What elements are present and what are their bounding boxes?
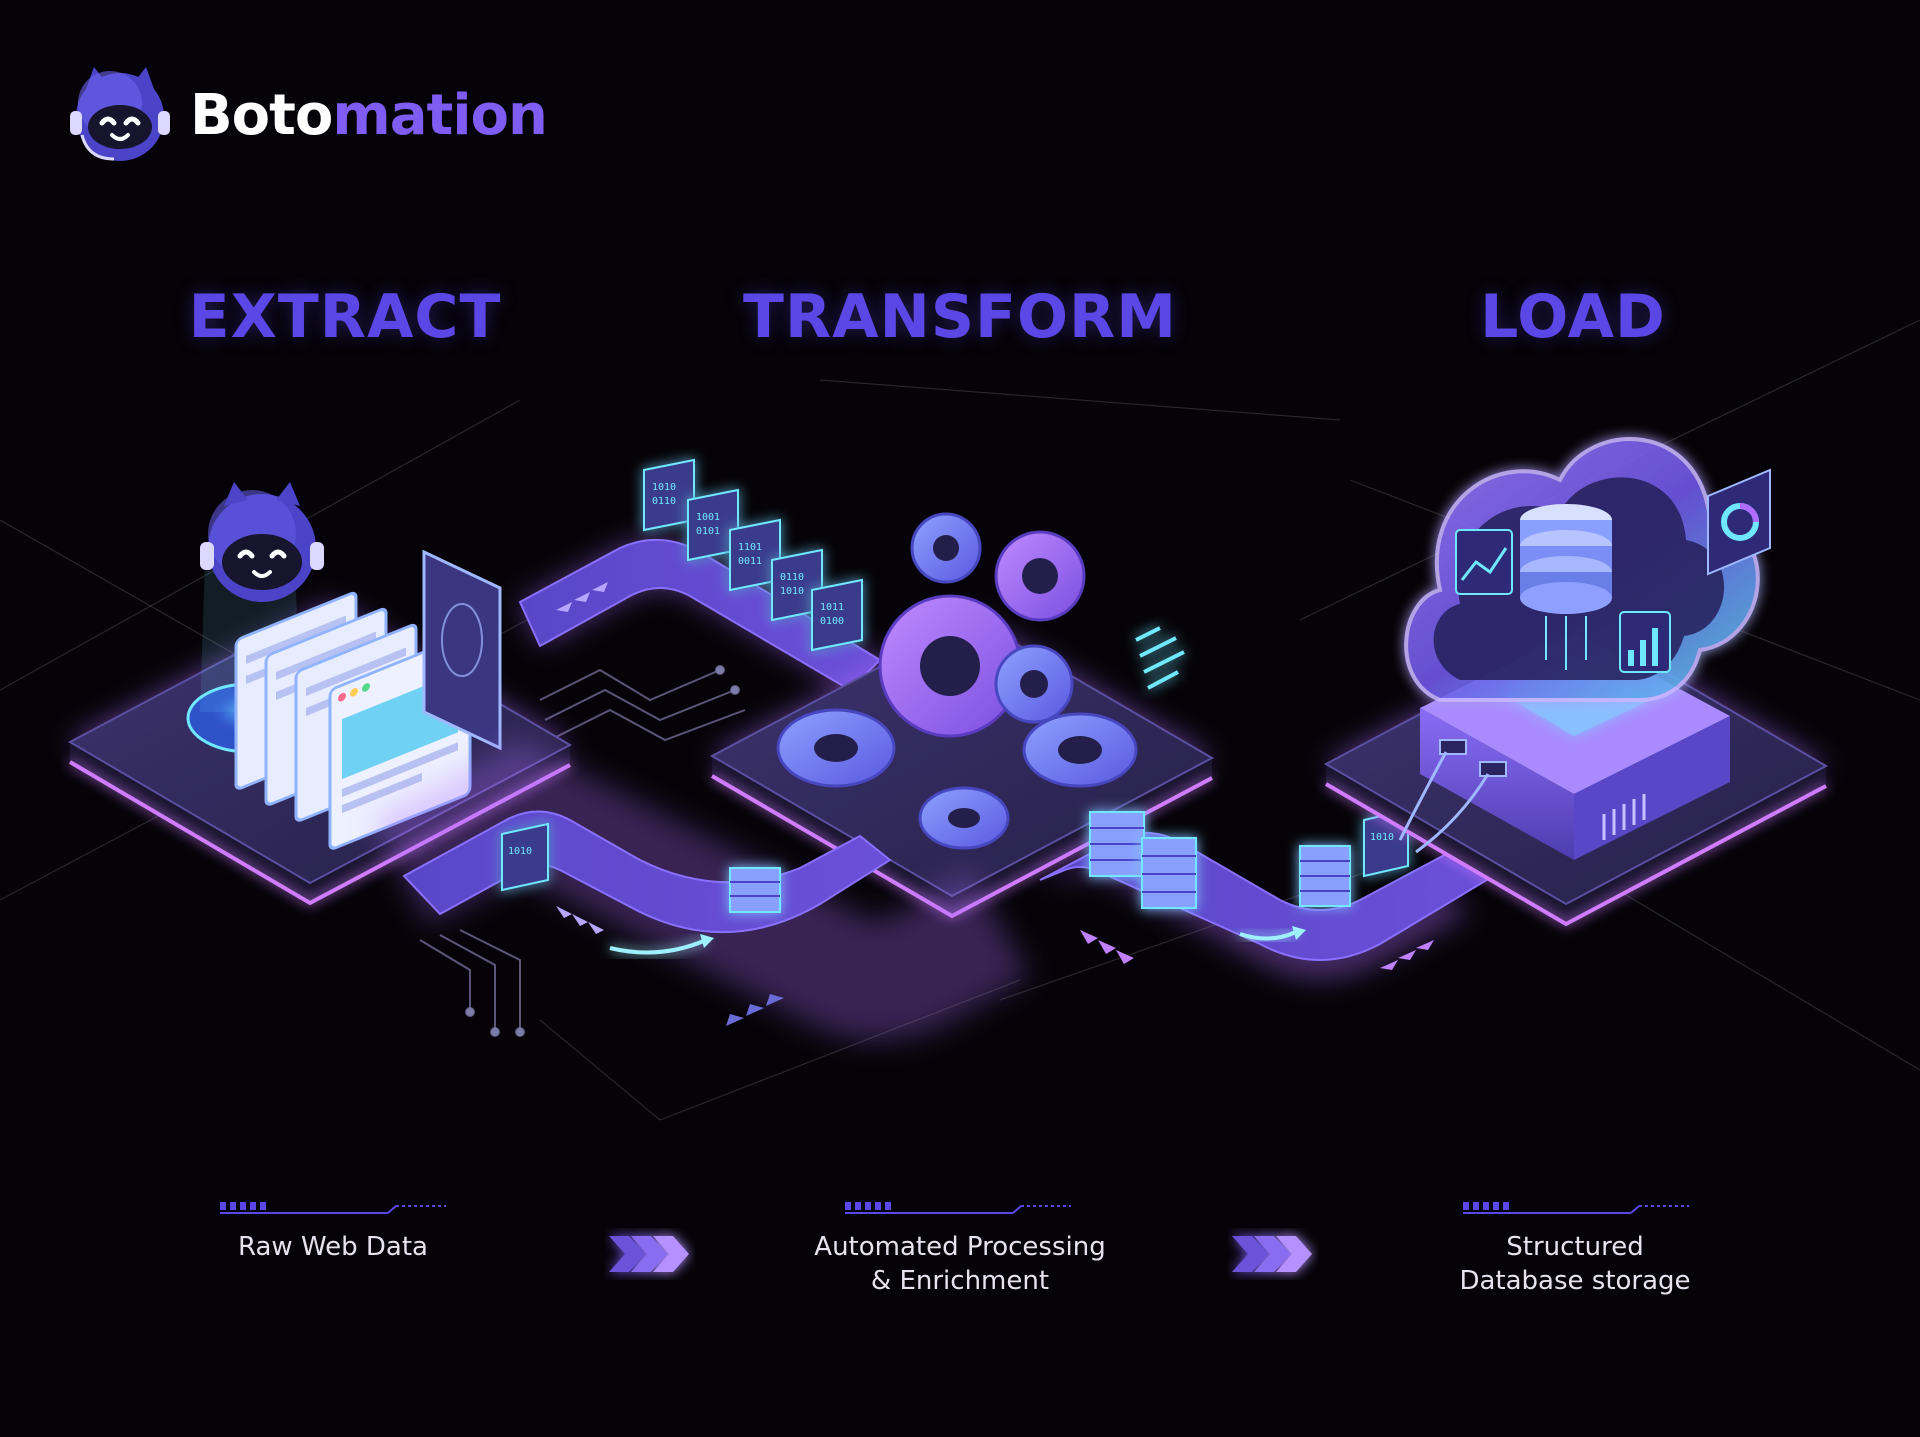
svg-text:0100: 0100 [820, 616, 844, 627]
circuit-traces [419, 665, 746, 1037]
chevron-right-icon [556, 906, 604, 934]
stage-title-transform: TRANSFORM [743, 282, 1177, 352]
chevron-right-icon [1380, 940, 1434, 970]
caption-line: Automated Processing [814, 1232, 1106, 1262]
robot-head-icon [70, 67, 170, 161]
gear-icon [776, 708, 896, 788]
pie-chart-icon [1707, 468, 1771, 576]
robot-head-icon [200, 482, 324, 602]
svg-text:0110: 0110 [780, 572, 804, 583]
svg-text:1010: 1010 [1370, 832, 1394, 843]
gear-icon [1022, 712, 1138, 788]
gear-icon [994, 530, 1086, 622]
svg-text:1001: 1001 [696, 512, 720, 523]
caption-line: & Enrichment [870, 1266, 1050, 1296]
gear-icon [918, 786, 1010, 850]
brand-header: Botomation [64, 60, 548, 170]
data-card-icon: 1010 [501, 822, 549, 892]
data-card-icon: 1011 0100 [811, 578, 863, 652]
database-icon [1089, 811, 1145, 877]
caption-line: Structured [1506, 1232, 1644, 1262]
svg-text:1010: 1010 [652, 482, 676, 493]
scanner-panel [422, 549, 502, 751]
chevron-right-icon [1232, 1236, 1312, 1272]
svg-text:1010: 1010 [508, 846, 532, 857]
svg-text:1010: 1010 [780, 586, 804, 597]
chevron-right-icon [1080, 930, 1134, 964]
svg-text:0101: 0101 [696, 526, 720, 537]
caption-divider [1463, 1202, 1689, 1214]
database-icon [729, 867, 781, 913]
database-icon [1299, 845, 1351, 907]
lower-conveyor-path-right: 1010 [1039, 808, 1492, 979]
gear-icon [994, 644, 1074, 724]
stage-title-load: LOAD [1480, 282, 1666, 352]
gear-cluster [776, 512, 1138, 850]
data-card-row: 1010 0110 1001 0101 1101 0011 0110 1010 … [643, 458, 863, 652]
data-card-icon: 1010 0110 [643, 458, 695, 532]
chevron-right-icon [609, 1236, 689, 1272]
caption-line: Raw Web Data [238, 1232, 428, 1262]
gear-icon [878, 594, 1022, 738]
stage-caption-extract: Raw Web Data [123, 1230, 543, 1264]
brand-name: Botomation [190, 82, 548, 148]
chevron-right-icon [556, 582, 608, 612]
caption-line: Database storage [1459, 1266, 1691, 1296]
caption-divider [220, 1202, 446, 1214]
gear-icon [910, 512, 982, 584]
stage-title-extract: EXTRACT [188, 282, 502, 352]
caption-divider [845, 1202, 1071, 1214]
svg-text:1101: 1101 [738, 542, 762, 553]
list-icon [1135, 626, 1185, 690]
svg-text:1011: 1011 [820, 602, 844, 613]
brand-name-part1: Boto [190, 82, 333, 148]
transform-platform [709, 616, 1215, 919]
chevron-left-icon [726, 994, 784, 1026]
svg-text:0110: 0110 [652, 496, 676, 507]
database-icon [1520, 504, 1612, 670]
database-icon [1141, 837, 1197, 909]
lower-conveyor-path-left: 1010 [371, 740, 1030, 1041]
chart-icon [1455, 529, 1671, 673]
stage-caption-transform: Automated Processing & Enrichment [750, 1230, 1170, 1298]
svg-text:0011: 0011 [738, 556, 762, 567]
brand-name-part2: mation [332, 82, 547, 148]
stage-caption-load: Structured Database storage [1365, 1230, 1785, 1298]
